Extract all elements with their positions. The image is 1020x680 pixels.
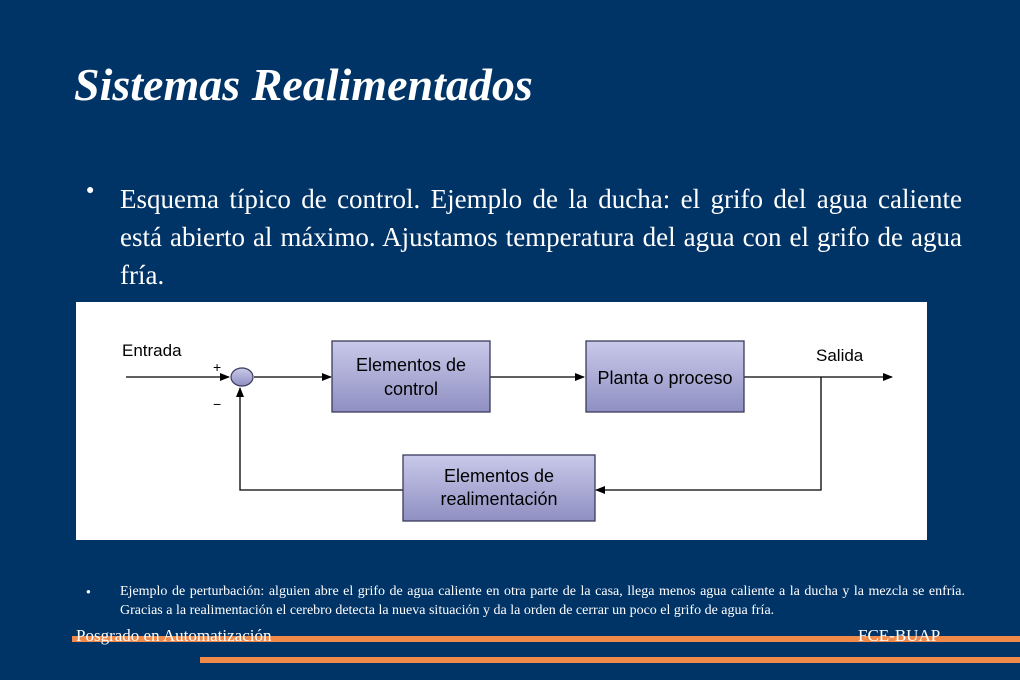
footer-stripe-bottom [200,657,1020,663]
note-text: Ejemplo de perturbación: alguien abre el… [120,584,965,618]
feedback-label-line1: Elementos de [444,466,554,486]
feedback-path-left [236,387,403,491]
output-label: Salida [816,346,864,365]
controller-label-line1: Elementos de [356,355,466,375]
feedback-path-right [595,377,822,494]
feedback-diagram: Entrada Salida + − Elementos de control … [76,302,927,540]
minus-sign: − [213,396,221,412]
footer-left-text: Posgrado en Automatización [76,626,272,645]
controller-label-line2: control [384,379,438,399]
bullet-text: Esquema típico de control. Ejemplo de la… [120,184,962,290]
input-label: Entrada [122,341,182,360]
controller-box [331,340,491,413]
slide-title: Sistemas Realimentados [74,59,533,110]
summing-junction [230,367,254,387]
note-marker: ● [86,587,91,596]
plus-sign: + [213,359,221,375]
footer-right-text: FCE-BUAP [858,626,941,645]
feedback-box [402,454,596,522]
diagram-svg: Entrada Salida + − Elementos de control … [122,340,893,522]
plant-label: Planta o proceso [597,368,732,388]
plant-box [585,340,745,413]
feedback-label-line2: realimentación [440,489,557,509]
bullet-marker: ● [86,183,95,198]
footer-stripe-top [72,636,1020,642]
